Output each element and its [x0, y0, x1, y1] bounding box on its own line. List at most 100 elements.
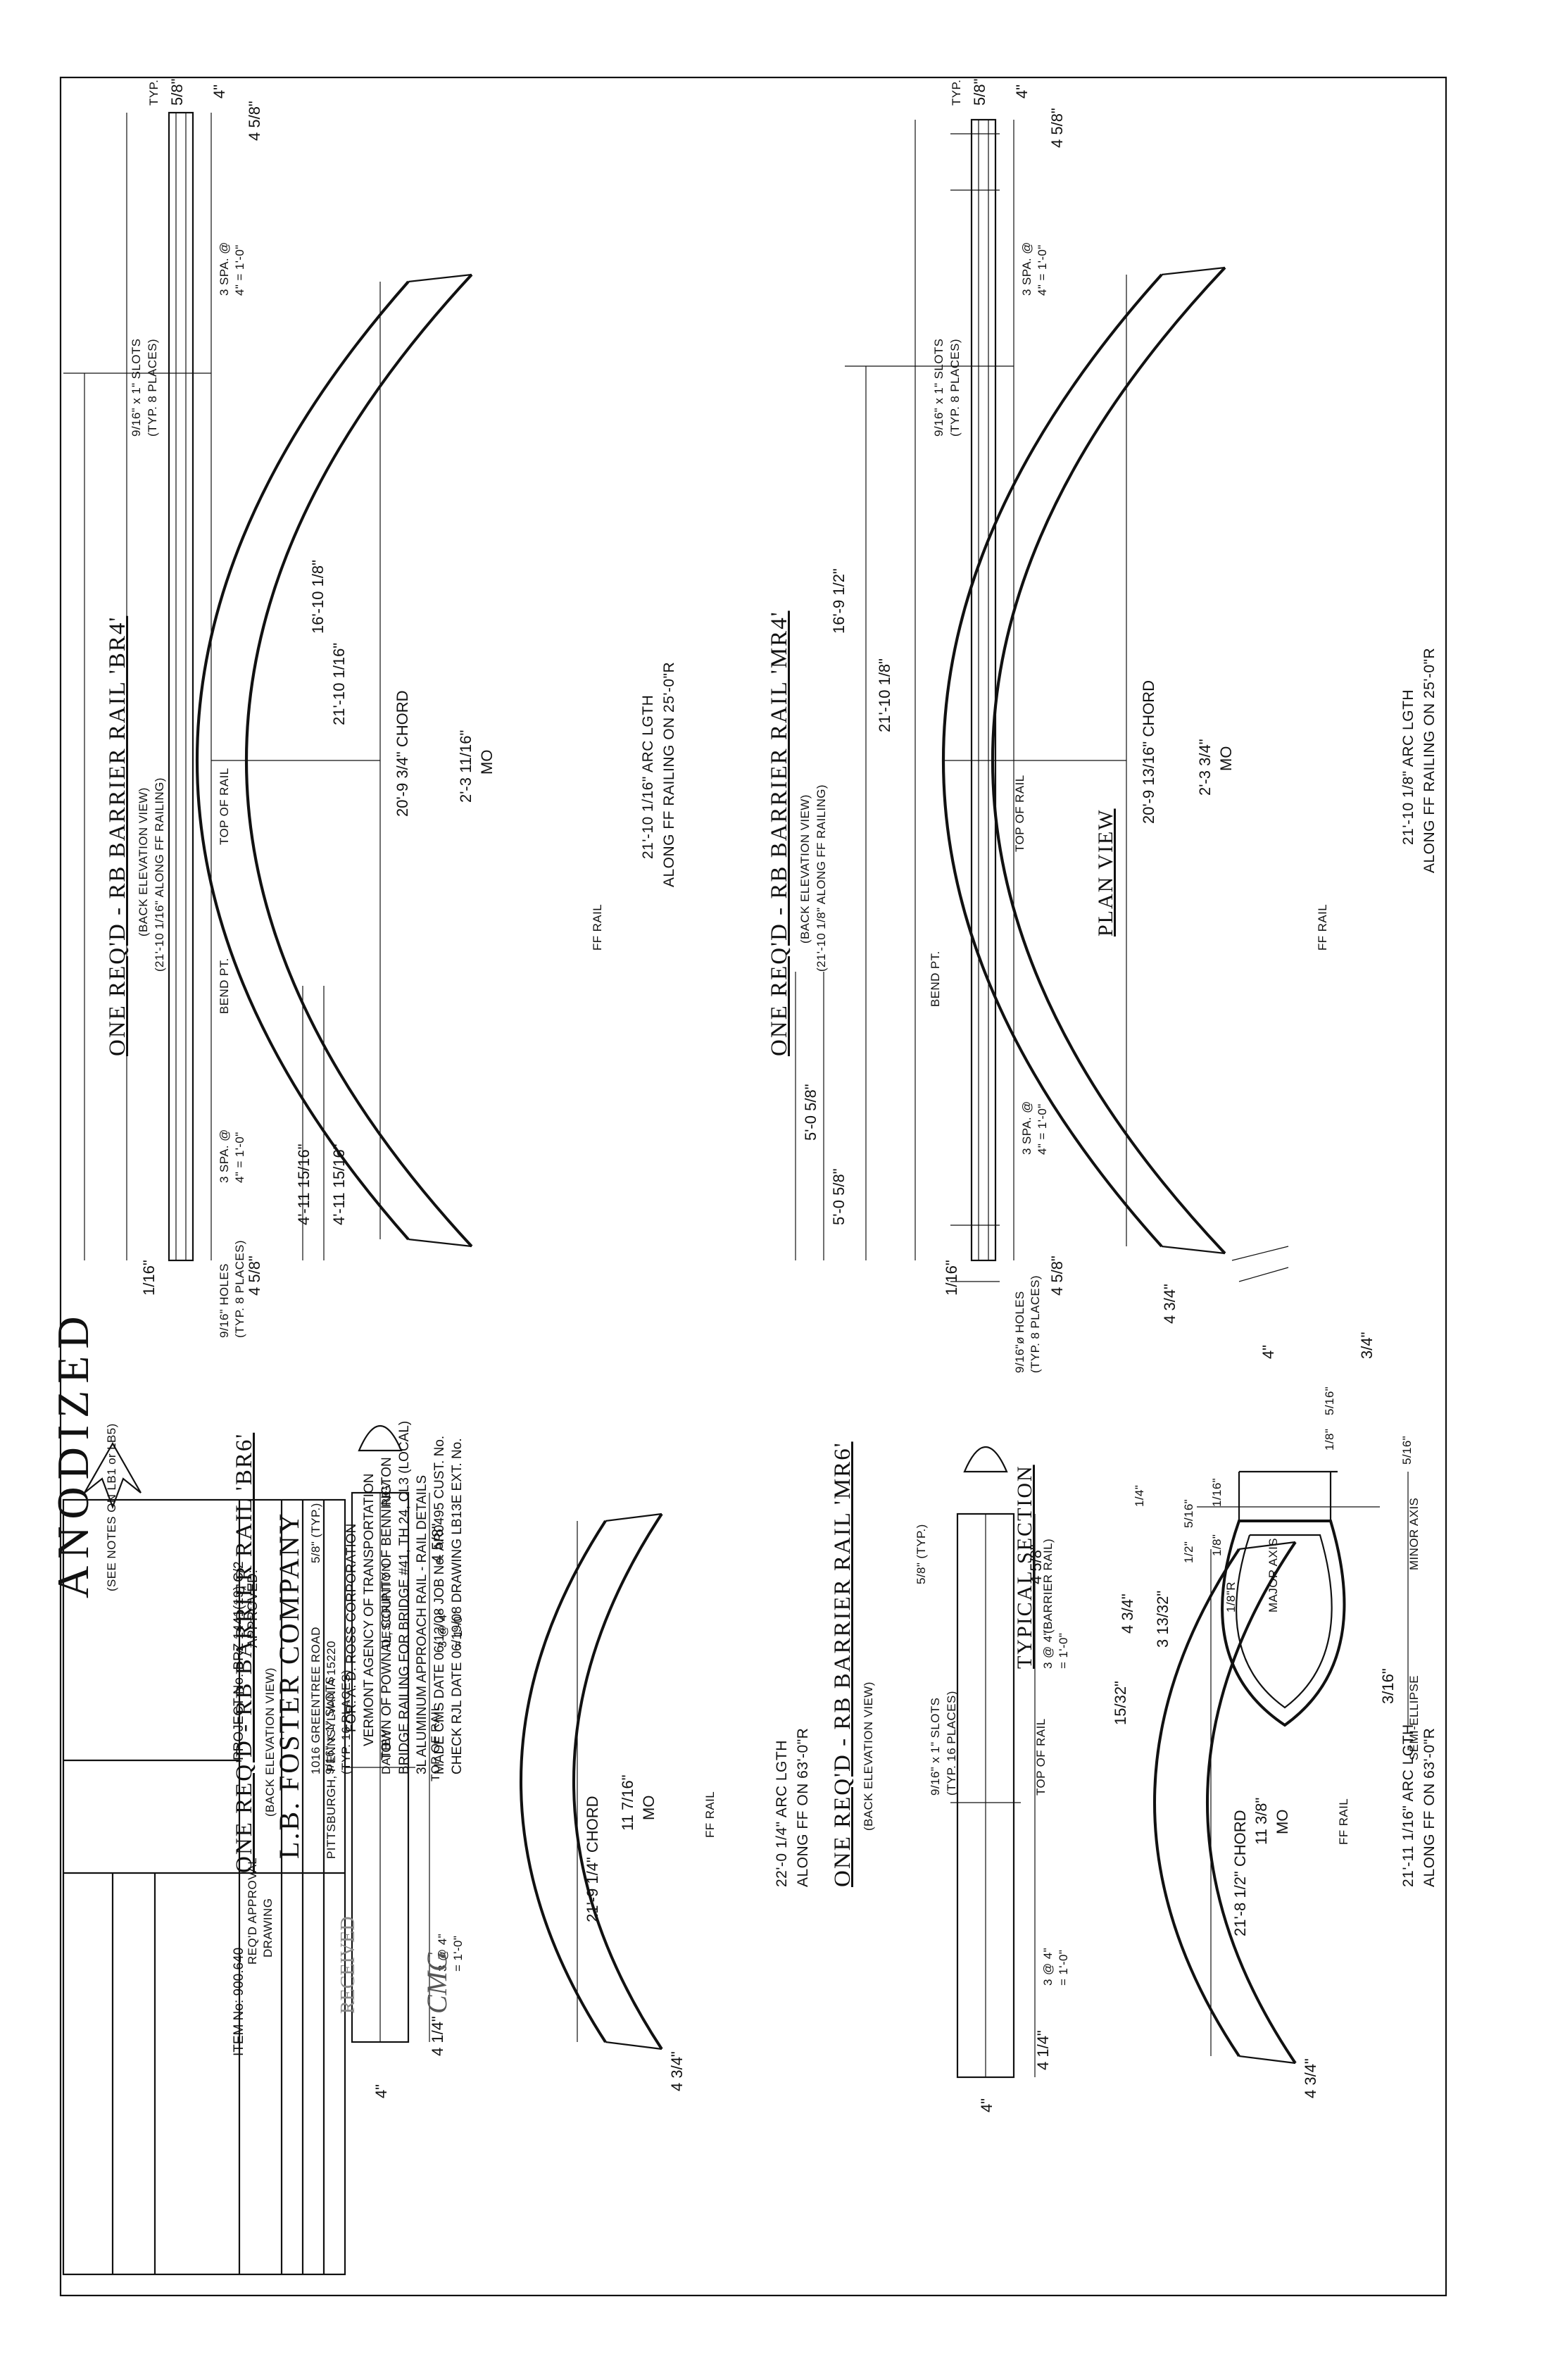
mr4-chord: 20'-9 13/16" CHORD: [1140, 680, 1157, 824]
br4-left-span: 16'-10 1/8": [309, 560, 327, 634]
mr6-top-of-rail: TOP OF RAIL: [1034, 1718, 1048, 1796]
br4-spacing: 3 SPA. @: [218, 242, 231, 296]
mr4-holes-2: (TYP. 8 PLACES): [1029, 1275, 1042, 1373]
br4-ff-rail: FF RAIL: [591, 903, 604, 951]
mr6-mid-ordinate: 11 3/8": [1252, 1797, 1270, 1845]
mr6-spacing-left: 3 @ 4": [1041, 1630, 1055, 1669]
mr4-subtitle-1: (BACK ELEVATION VIEW): [798, 794, 812, 944]
mr4-arc-length-2: ALONG FF RAILING ON 25'-0"R: [1421, 647, 1438, 873]
br6-elevation: [345, 1424, 430, 2043]
br6-4: 4": [372, 2084, 390, 2098]
mr6-arc-length-2: ALONG FF ON 63'-0"R: [1421, 1727, 1438, 1887]
tb-approved: APPROVED:: [246, 1570, 260, 1648]
mr4-4-5-8: 4 5/8": [1048, 108, 1066, 148]
br4-4-5-8: 4 5/8": [246, 101, 263, 141]
mr4-4-5-8-b: 4 5/8": [1048, 1255, 1066, 1296]
mr4-bend-point: BEND PT.: [929, 951, 942, 1007]
br6-arc-length-2: ALONG FF ON 63'-0"R: [795, 1727, 811, 1887]
br4-arc-length: 21'-10 1/16" ARC LGTH: [640, 694, 656, 859]
mr6-chord: 21'-8 1/2" CHORD: [1231, 1810, 1249, 1936]
br4-4-5-8-b: 4 5/8": [246, 1255, 263, 1296]
signature: CMG: [421, 1951, 453, 2014]
br4-subtitle-1: (BACK ELEVATION VIEW): [137, 787, 150, 937]
section-1-8-r: 1/8"R: [1224, 1582, 1238, 1612]
br4-1-16: 1/16": [140, 1260, 158, 1296]
mr4-slots-2: (TYP. 8 PLACES): [948, 339, 962, 437]
mr6-spacing-right-2: = 1'-0": [1057, 1949, 1070, 1986]
br4-overall: 21'-10 1/16": [330, 642, 348, 725]
br4-mid-ordinate: 2'-3 11/16": [457, 729, 475, 803]
mr6-end-dim: 4 3/4": [1302, 2058, 1319, 2098]
br4-spacing-2: 4" = 1'-0": [233, 244, 246, 296]
mr6-typ: 5/8" (TYP.): [915, 1524, 928, 1584]
section-1-8-b: 1/8": [1210, 1534, 1224, 1556]
section-5-16-b: 5/16": [1400, 1435, 1414, 1465]
mr6-slots: 9/16" x 1" SLOTS: [929, 1697, 942, 1796]
br6-mo-label: MO: [640, 1795, 658, 1820]
br6-arc-length: 22'-0 1/4" ARC LGTH: [774, 1740, 790, 1887]
br4-chord: 20'-9 3/4" CHORD: [394, 690, 411, 817]
mr4-spacing: 3 SPA. @: [1020, 242, 1033, 296]
section-3-4: 3/4": [1358, 1332, 1376, 1359]
br4-top-of-rail: TOP OF RAIL: [218, 768, 231, 845]
section-5-16-c: 5/16": [1182, 1498, 1195, 1528]
anodized-label: ANODIZED: [48, 1309, 98, 1598]
br6-chord: 21'-9 1/4" CHORD: [584, 1796, 601, 1922]
section-major-axis: MAJOR AXIS: [1267, 1537, 1280, 1612]
mr4-4: 4": [1013, 84, 1031, 99]
anodized-arrow: [84, 1441, 142, 1510]
mr4-spacing-right: 3 SPA. @: [1020, 1101, 1033, 1155]
br4-bend-point: BEND PT.: [218, 958, 231, 1014]
tb-reqd-approval: REQ'D APPROVAL: [246, 1857, 259, 1965]
tb-sheet-title: 3L ALUMINUM APPROACH RAIL - RAIL DETAILS: [415, 1474, 429, 1774]
section-4: 4": [1259, 1344, 1277, 1359]
br4-right-span-2: 4'-11 15/16": [330, 1144, 348, 1225]
section-3-16: 3/16": [1379, 1668, 1397, 1704]
mr6-arc-length: 21'-11 1/16" ARC LGTH: [1400, 1724, 1416, 1887]
mr4-typ: TYP.: [950, 79, 963, 106]
br4-slots-2: (TYP. 8 PLACES): [146, 339, 159, 437]
tb-address-1: 1016 GREENTREE ROAD: [309, 1627, 322, 1774]
mr6-slots-2: (TYP. 16 PLACES): [945, 1691, 958, 1796]
anodized-note: (SEE NOTES ON LB1 or LB5): [105, 1423, 118, 1591]
mr6-plan-arc: [1153, 1541, 1297, 2065]
mr4-overall: 21'-10 1/8": [876, 658, 893, 732]
mr4-title: ONE REQ'D - RB BARRIER RAIL 'MR4': [767, 610, 792, 1056]
mr6-4: 4": [978, 2098, 995, 2112]
br4-mo-label: MO: [478, 749, 496, 775]
br4-plan-arc: [196, 273, 473, 1248]
br4-holes: 9/16" HOLES: [218, 1263, 231, 1338]
br4-arc-length-2: ALONG FF RAILING ON 25'-0"R: [661, 661, 677, 887]
mr4-5-8: 5/8": [971, 78, 988, 106]
br4-elevation: [63, 111, 325, 1262]
mr4-plan-arc: [942, 266, 1289, 1282]
mr6-subtitle: (BACK ELEVATION VIEW): [862, 1681, 875, 1831]
mr4-spacing-right-2: 4" = 1'-0": [1036, 1103, 1049, 1155]
mr4-slots: 9/16" x 1" SLOTS: [932, 338, 945, 437]
mr4-mo-label: MO: [1217, 746, 1235, 771]
title-block-frame: [62, 1498, 346, 2276]
mr4-subtitle-2: (21'-10 1/8" ALONG FF RAILING): [815, 784, 828, 972]
section-5-16-a: 5/16": [1323, 1386, 1336, 1415]
mr6-mo-label: MO: [1274, 1809, 1291, 1834]
section-4-3-4: 4 3/4": [1119, 1593, 1136, 1634]
tb-check: CHECK RJL DATE 06/19/08 DRAWING LB13E EX…: [450, 1438, 465, 1774]
tb-project-no: PROJECT No. BRZ 1441(19) C/2: [232, 1561, 246, 1760]
mr6-spacing-right: 3 @ 4": [1041, 1947, 1055, 1986]
section-1-4: 1/4": [1133, 1484, 1146, 1507]
br6-plan-arc: [520, 1512, 663, 2050]
section-1-16: 1/16": [1210, 1477, 1224, 1507]
mr4-plan-view-title: PLAN VIEW: [1094, 808, 1117, 937]
section-15-32: 15/32": [1112, 1681, 1129, 1725]
mr6-4-1-4: 4 1/4": [1034, 2030, 1052, 2070]
br4-slots: 9/16" x 1" SLOTS: [130, 338, 143, 437]
br4-right-span: 4'-11 15/16": [295, 1144, 313, 1225]
tb-rev-header-rev: REV.: [379, 1479, 393, 1507]
received-stamp: RECEIVED: [337, 1916, 359, 2014]
br4-spacing-right-2: 4" = 1'-0": [233, 1132, 246, 1183]
br4-holes-2: (TYP. 8 PLACES): [233, 1240, 246, 1338]
br6-end-dim: 4 3/4": [668, 2051, 686, 2091]
tb-agency: VERMONT AGENCY OF TRANSPORTATION: [362, 1473, 377, 1746]
